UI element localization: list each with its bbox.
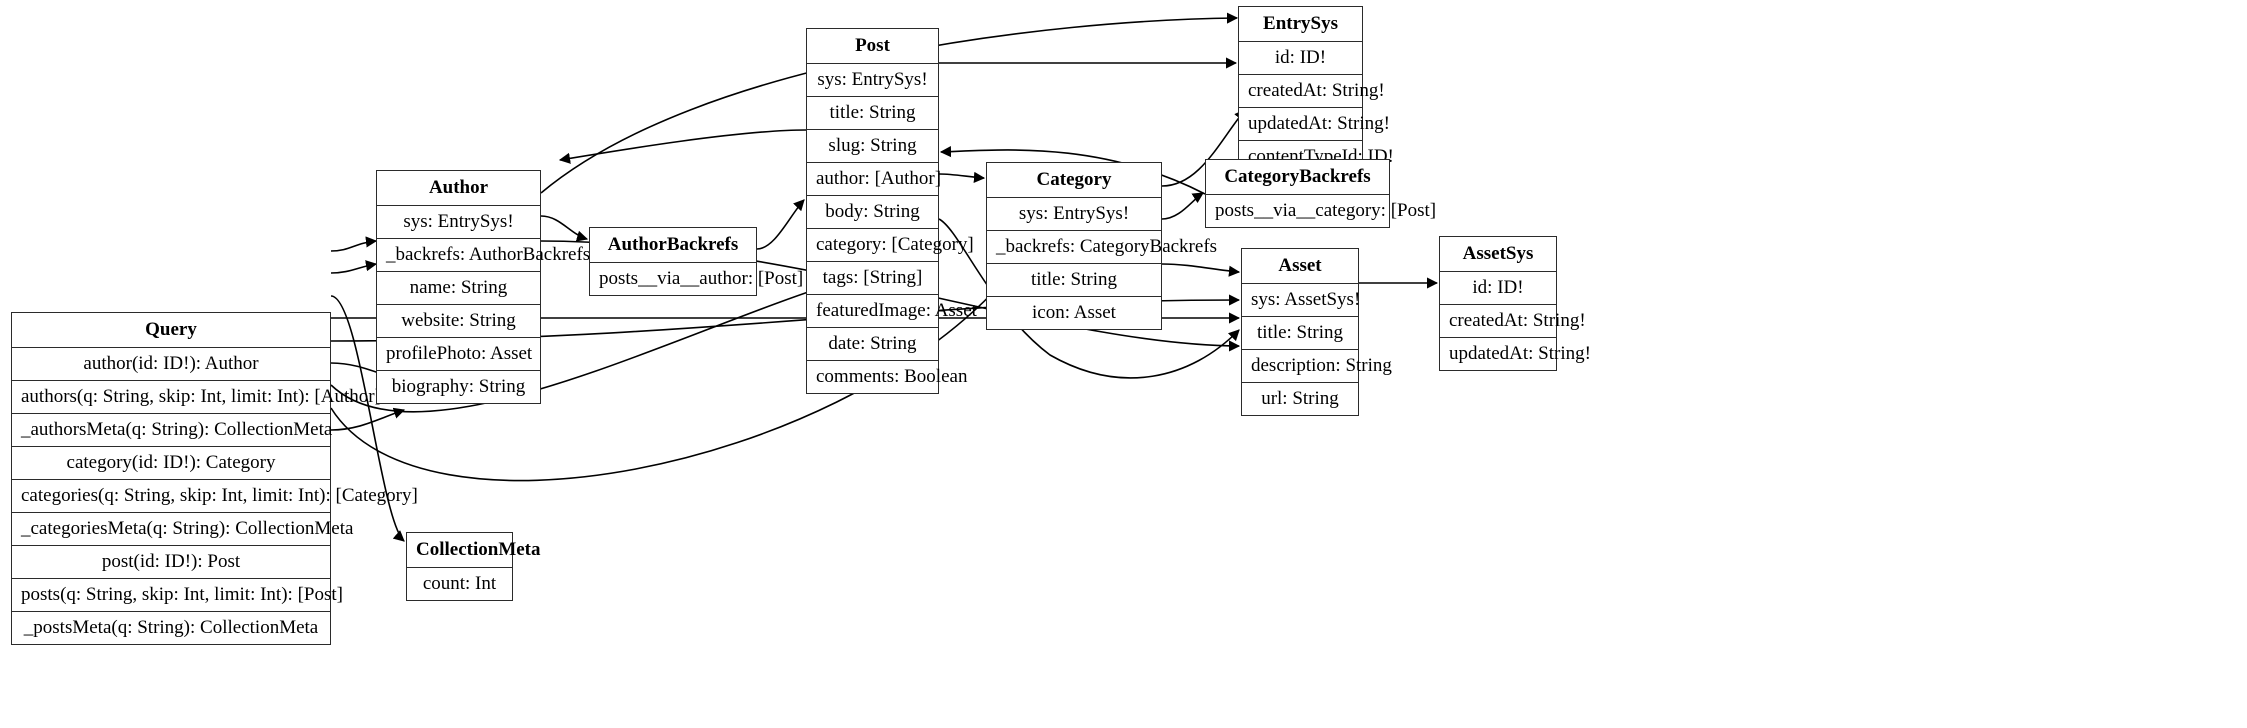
type-node-field[interactable]: author(id: ID!): Author — [12, 348, 330, 381]
relation-edge — [1161, 263, 1241, 277]
type-node-field[interactable]: name: String — [377, 272, 540, 305]
type-node-title: Post — [807, 29, 938, 64]
type-node-field[interactable]: _backrefs: CategoryBackrefs — [987, 231, 1217, 264]
type-node-field[interactable]: count: Int — [422, 573, 497, 594]
type-node-field[interactable]: _categoriesMeta(q: String): CollectionMe… — [12, 513, 353, 546]
relation-edge — [540, 215, 589, 242]
type-node-title: CategoryBackrefs — [1206, 160, 1389, 195]
type-node-field[interactable]: updatedAt: String! — [1239, 108, 1390, 141]
type-node-field[interactable]: updatedAt: String! — [1449, 343, 1591, 364]
type-node-field[interactable]: _postsMeta(q: String): CollectionMeta — [23, 617, 319, 638]
relation-edge — [558, 129, 807, 164]
type-node-field[interactable]: posts__via__author: [Post] — [599, 268, 804, 289]
type-node-field[interactable]: tags: [String] — [807, 262, 938, 295]
type-node-field[interactable]: icon: Asset — [1032, 302, 1116, 323]
type-node-field[interactable]: url: String — [1261, 388, 1339, 409]
type-node-title: AssetSys — [1440, 237, 1556, 272]
type-node-title: AuthorBackrefs — [590, 228, 756, 263]
type-node-field[interactable]: post(id: ID!): Post — [12, 546, 330, 579]
type-node-title: Author — [377, 171, 540, 206]
type-node-title: CollectionMeta — [407, 533, 541, 568]
type-node-field[interactable]: sys: EntrySys! — [807, 64, 938, 97]
type-node-field[interactable]: id: ID! — [1239, 42, 1362, 75]
type-node-collectionmeta[interactable]: CollectionMeta count: Int — [406, 532, 541, 601]
type-node-field[interactable]: title: String — [1242, 317, 1358, 350]
type-node-field[interactable]: sys: EntrySys! — [377, 206, 540, 239]
relation-edge — [756, 199, 805, 250]
type-node-field[interactable]: description: String — [1242, 350, 1392, 383]
type-node-field[interactable]: _authorsMeta(q: String): CollectionMeta — [12, 414, 332, 447]
type-node-field[interactable]: categories(q: String, skip: Int, limit: … — [12, 480, 418, 513]
type-node-field[interactable]: featuredImage: Asset — [807, 295, 977, 328]
type-node-field[interactable]: createdAt: String! — [1239, 75, 1385, 108]
type-node-field[interactable]: posts(q: String, skip: Int, limit: Int):… — [12, 579, 343, 612]
type-node-field[interactable]: createdAt: String! — [1440, 305, 1586, 338]
type-node-field[interactable]: _backrefs: AuthorBackrefs — [377, 239, 590, 272]
relation-edge — [330, 407, 406, 431]
type-node-title: Asset — [1242, 249, 1358, 284]
type-node-title: Category — [987, 163, 1161, 198]
type-node-field[interactable]: website: String — [377, 305, 540, 338]
type-node-field[interactable]: date: String — [807, 328, 938, 361]
type-node-field[interactable]: title: String — [807, 97, 938, 130]
type-node-field[interactable]: body: String — [807, 196, 938, 229]
type-node-field[interactable]: sys: AssetSys! — [1242, 284, 1360, 317]
relation-edge — [1161, 192, 1204, 220]
type-node-field[interactable]: sys: EntrySys! — [987, 198, 1161, 231]
type-node-field[interactable]: posts__via__category: [Post] — [1215, 200, 1437, 221]
type-node-field[interactable]: author: [Author] — [807, 163, 941, 196]
relation-edge — [938, 171, 986, 183]
type-node-field[interactable]: comments: Boolean — [816, 366, 968, 387]
relation-edge — [330, 236, 378, 252]
type-node-field[interactable]: slug: String — [807, 130, 938, 163]
type-node-field[interactable]: biography: String — [391, 376, 526, 397]
type-node-field[interactable]: category: [Category] — [807, 229, 974, 262]
type-node-field[interactable]: title: String — [987, 264, 1161, 297]
type-node-categorybackrefs[interactable]: CategoryBackrefs posts__via__category: [P… — [1205, 159, 1437, 228]
type-node-field[interactable]: category(id: ID!): Category — [12, 447, 330, 480]
type-node-title: Query — [12, 313, 330, 348]
type-node-field[interactable]: id: ID! — [1440, 272, 1556, 305]
type-node-field[interactable]: profilePhoto: Asset — [377, 338, 540, 371]
type-node-field[interactable]: authors(q: String, skip: Int, limit: Int… — [12, 381, 381, 414]
type-node-authorbackrefs[interactable]: AuthorBackrefs posts__via__author: [Post] — [589, 227, 804, 296]
type-node-title: EntrySys — [1239, 7, 1362, 42]
relation-edge — [330, 260, 378, 274]
